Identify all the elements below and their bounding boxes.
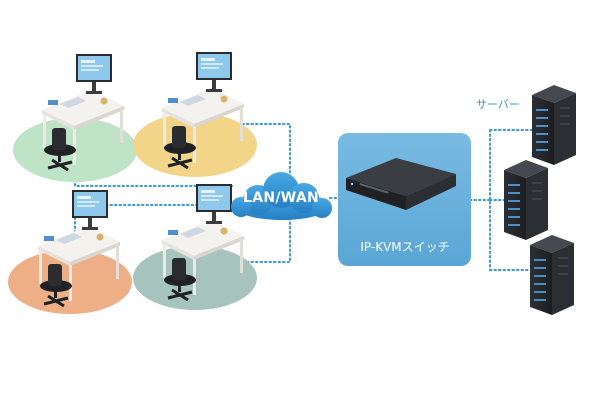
server-1 — [532, 85, 576, 165]
kvm-device-icon — [346, 158, 456, 210]
workstation-2 — [133, 50, 257, 177]
workstation-4 — [133, 182, 257, 310]
workstation-3 — [8, 188, 132, 314]
servers-label: サーバー — [476, 98, 520, 111]
server-3 — [530, 235, 574, 315]
link-workstation-2 — [219, 123, 291, 177]
network-label: LAN/WAN — [242, 190, 320, 206]
workstation-1 — [13, 52, 137, 182]
switch-label: IP-KVMスイッチ — [360, 240, 450, 254]
cloud-icon — [231, 172, 332, 220]
server-2 — [504, 160, 548, 240]
ip-kvm-switch — [338, 133, 471, 266]
